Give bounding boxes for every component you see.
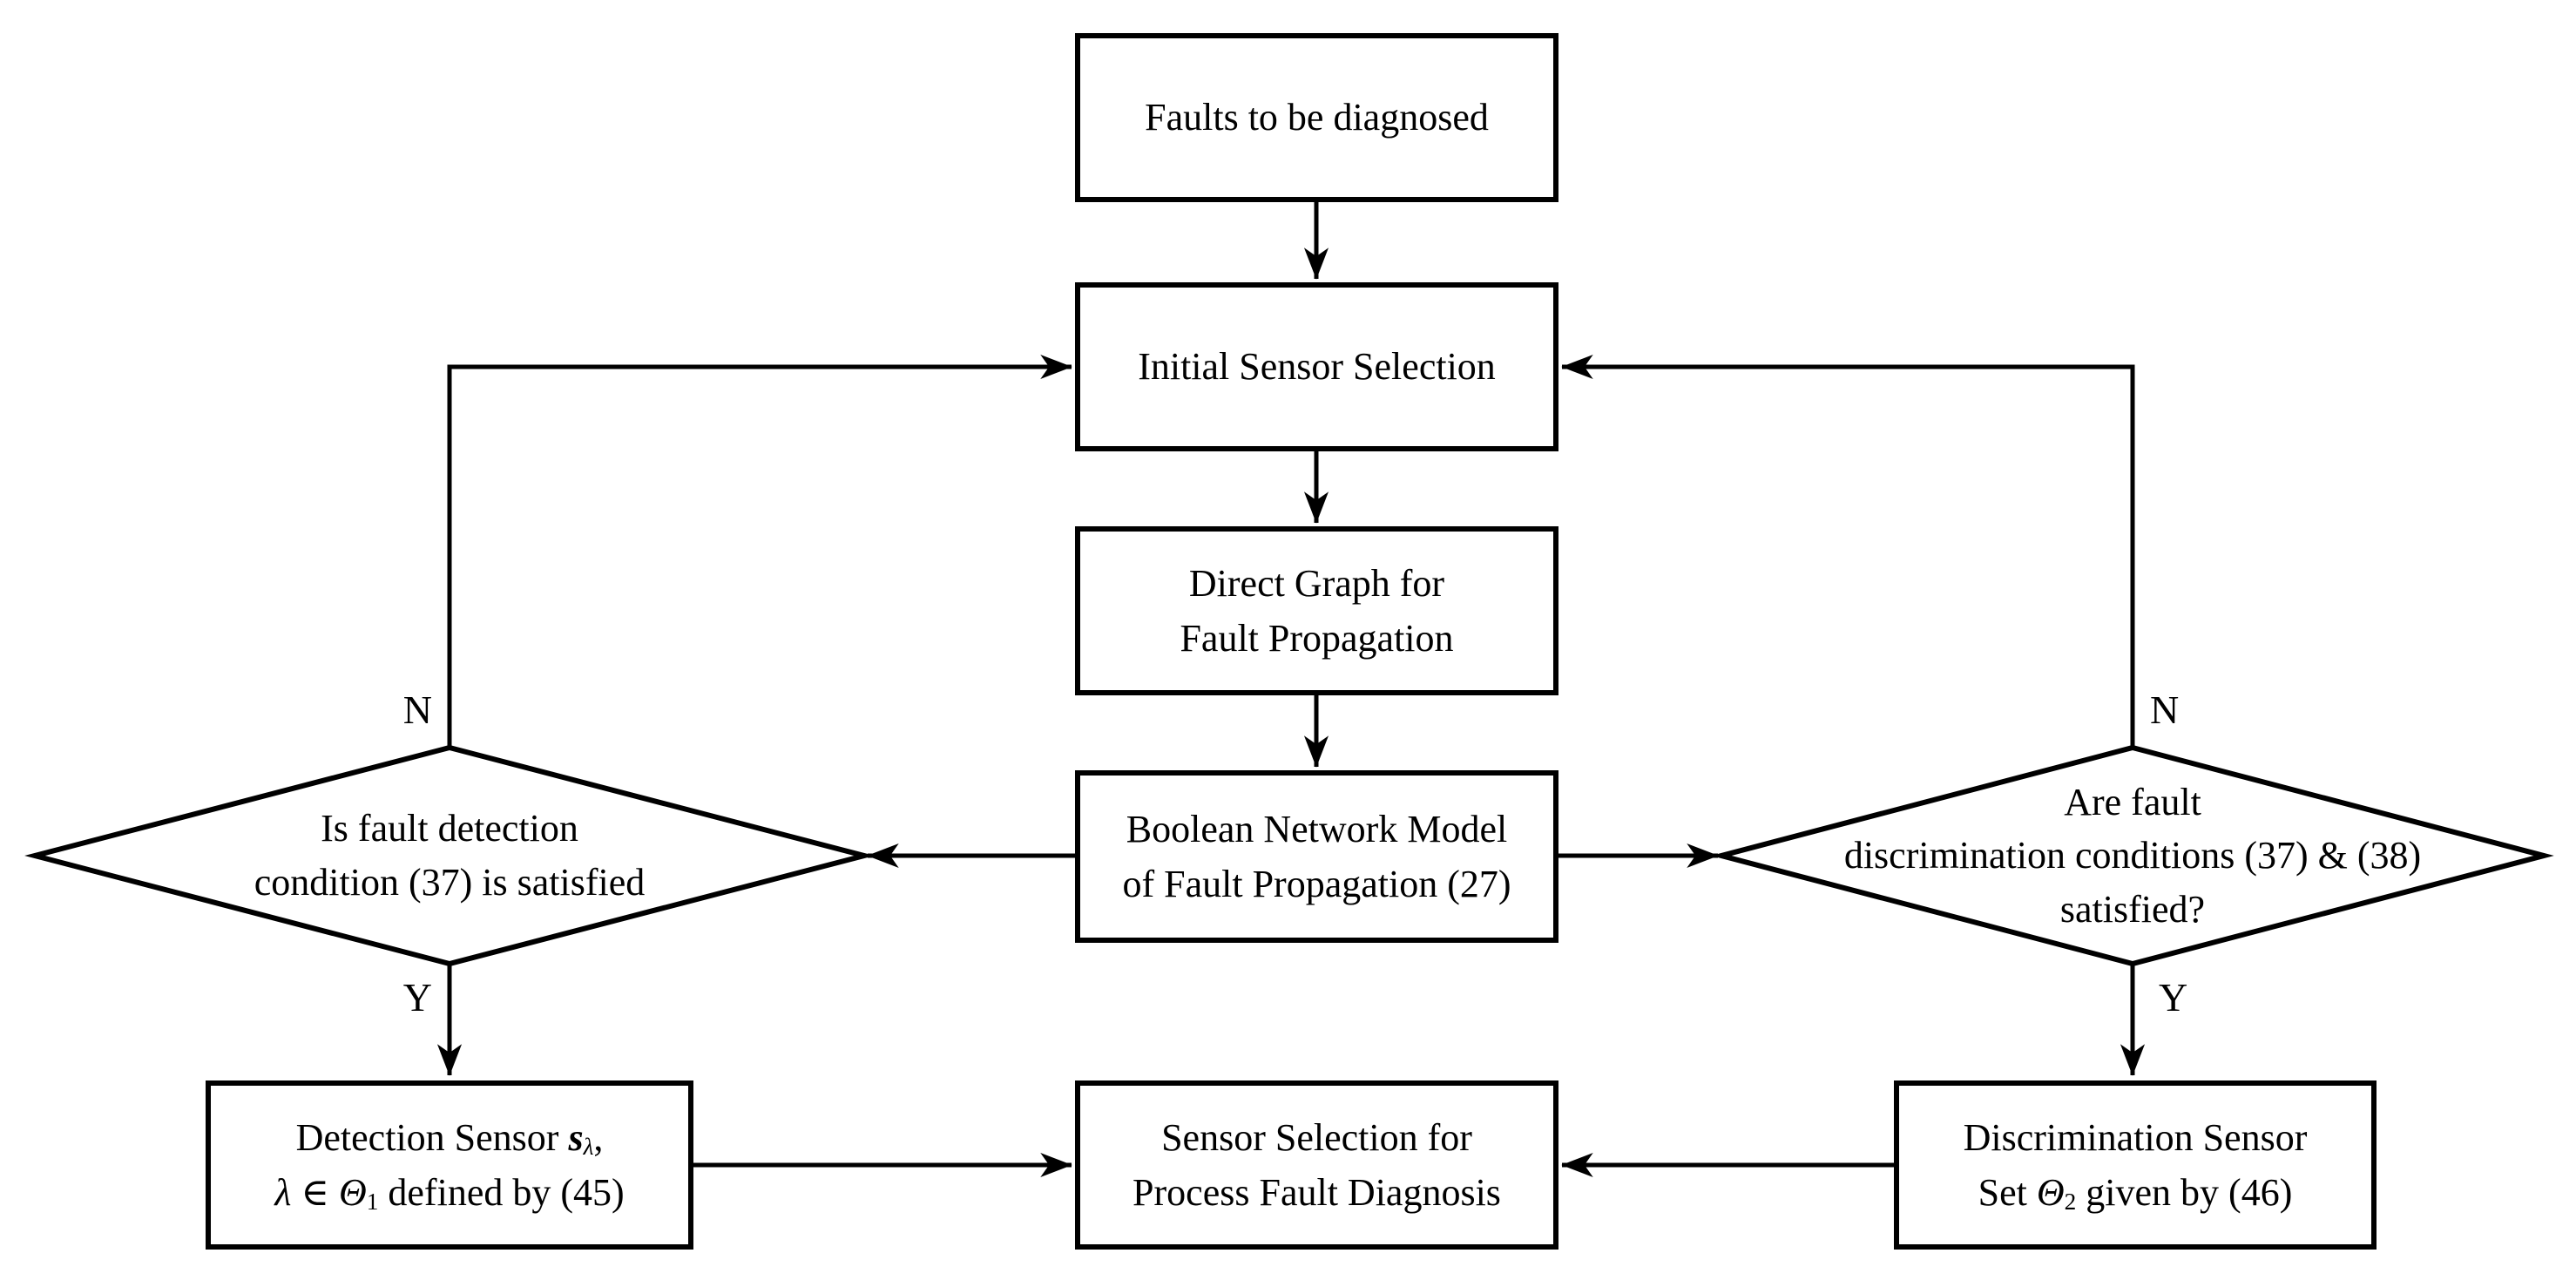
detection-sensor-symbol-theta1: Θ [338, 1171, 367, 1214]
label-discrimination-no: N [2150, 688, 2180, 732]
node-discrimination-sensor-line1: Discrimination Sensor [1963, 1115, 2308, 1159]
decision-fault-detection-text: Is fault detection condition (37) is sat… [171, 795, 728, 917]
node-initial-sensor-selection-label: Initial Sensor Selection [1138, 345, 1496, 389]
decision-fault-detection-line2: condition (37) is satisfied [254, 861, 646, 904]
node-initial-sensor-selection: Initial Sensor Selection [1075, 282, 1558, 451]
node-boolean-network-line1: Boolean Network Model [1126, 807, 1508, 850]
detection-sensor-symbol-lambda: λ [274, 1171, 292, 1214]
node-detection-sensor-line2: λ ∈ Θ1 defined by (45) [274, 1165, 624, 1220]
arrow-detection-no-feedback [447, 354, 1072, 748]
node-boolean-network-model: Boolean Network Model of Fault Propagati… [1075, 770, 1558, 943]
label-detection-yes: Y [402, 975, 432, 1019]
node-sensor-selection-line2: Process Fault Diagnosis [1132, 1171, 1501, 1214]
arrow-discrimination-no-feedback [1561, 354, 2135, 748]
decision-fault-discrimination-text: Are fault discrimination conditions (37)… [1767, 764, 2498, 947]
node-direct-graph-line1: Direct Graph for [1188, 561, 1445, 605]
discrimination-sensor-theta2-sub: 2 [2064, 1188, 2077, 1215]
decision-fault-discrimination-line3: satisfied? [2059, 887, 2206, 931]
node-direct-graph-line2: Fault Propagation [1180, 617, 1454, 660]
node-sensor-selection-label: Sensor Selection for Process Fault Diagn… [1132, 1110, 1501, 1221]
label-discrimination-yes: Y [2159, 975, 2188, 1019]
node-detection-sensor: Detection Sensor sλ, λ ∈ Θ1 defined by (… [206, 1080, 693, 1250]
detection-sensor-symbol-s: s [568, 1115, 584, 1159]
node-sensor-selection-final: Sensor Selection for Process Fault Diagn… [1075, 1080, 1558, 1250]
detection-sensor-symbol-s-sub: λ [583, 1133, 594, 1160]
detection-sensor-line1-comma: , [593, 1115, 604, 1159]
decision-fault-detection-line1: Is fault detection [321, 807, 578, 850]
node-discrimination-sensor-label: Discrimination Sensor Set Θ2 given by (4… [1964, 1110, 2308, 1221]
detection-sensor-theta1-sub: 1 [366, 1188, 379, 1215]
node-discrimination-sensor-line2: Set Θ2 given by (46) [1964, 1165, 2308, 1220]
decision-fault-discrimination-line1: Are fault [2064, 780, 2201, 823]
discrimination-sensor-line2-rest: given by (46) [2076, 1171, 2293, 1214]
discrimination-sensor-symbol-theta2: Θ [2036, 1171, 2065, 1214]
detection-sensor-line1-text: Detection Sensor [295, 1115, 569, 1159]
node-direct-graph-label: Direct Graph for Fault Propagation [1180, 556, 1453, 667]
node-discrimination-sensor: Discrimination Sensor Set Θ2 given by (4… [1894, 1080, 2377, 1250]
label-detection-no: N [402, 688, 432, 732]
node-detection-sensor-line1: Detection Sensor sλ, [274, 1110, 624, 1165]
node-boolean-network-line2: of Fault Propagation (27) [1122, 863, 1511, 905]
detection-sensor-line2-text: defined by (45) [378, 1171, 625, 1214]
discrimination-sensor-line2-text: Set [1978, 1171, 2037, 1214]
node-sensor-selection-line1: Sensor Selection for [1161, 1115, 1472, 1159]
node-boolean-network-label: Boolean Network Model of Fault Propagati… [1122, 802, 1511, 912]
node-faults-label: Faults to be diagnosed [1145, 96, 1489, 139]
node-direct-graph: Direct Graph for Fault Propagation [1075, 526, 1558, 695]
node-detection-sensor-label: Detection Sensor sλ, λ ∈ Θ1 defined by (… [274, 1110, 624, 1221]
decision-fault-discrimination-line2: discrimination conditions (37) & (38) [1843, 834, 2422, 877]
node-faults-to-be-diagnosed: Faults to be diagnosed [1075, 33, 1558, 202]
detection-sensor-element-of: ∈ [291, 1171, 339, 1214]
